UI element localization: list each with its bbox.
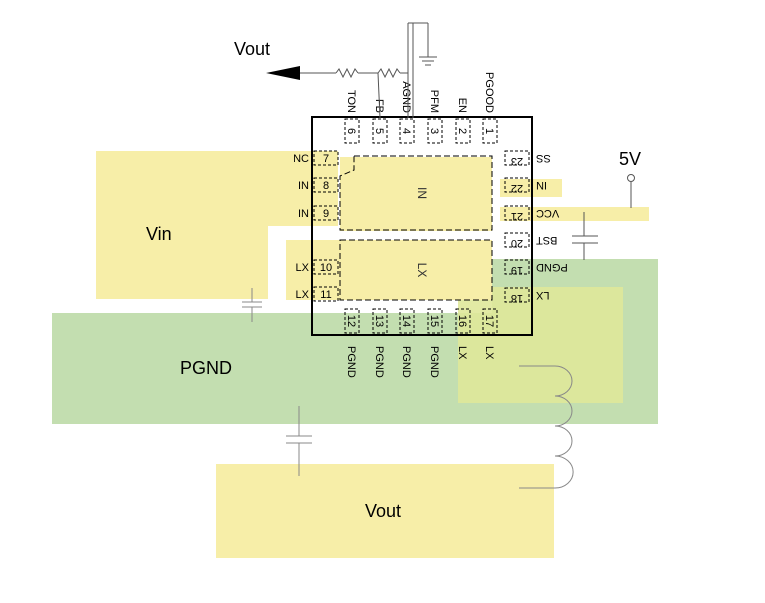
pin-pad: [399, 118, 415, 144]
vout-top-label: Vout: [234, 39, 270, 59]
pin-number: 14: [400, 315, 412, 327]
in-exposed-pad: [340, 157, 492, 231]
pin-number: 17: [483, 315, 495, 327]
pin-pad: [344, 308, 360, 334]
vout-bottom-label: Vout: [365, 501, 401, 521]
feedback-network: [300, 22, 437, 119]
input-capacitor: [242, 288, 262, 322]
pin-pad: [313, 286, 339, 302]
pin-number: 20: [511, 237, 523, 249]
pin-number: 19: [511, 264, 523, 276]
pin-number: 7: [323, 153, 329, 165]
pin-pad: [313, 205, 339, 221]
pin-pad: [504, 177, 530, 193]
ic-package-outline: [311, 116, 533, 336]
lx-pad-label: LX: [415, 263, 429, 278]
pin-name: LX: [483, 346, 495, 360]
5v-label: 5V: [619, 149, 641, 169]
pin-number: 18: [511, 292, 523, 304]
pin-pad: [427, 118, 443, 144]
vout-zone: [216, 464, 554, 558]
pin-pad: [313, 177, 339, 193]
pin-name: BST: [536, 234, 558, 246]
pin-pad: [482, 308, 498, 334]
resistor-symbol: [377, 67, 401, 79]
pin-name: PGND: [536, 261, 568, 273]
pin-pad: [504, 287, 530, 303]
pgnd-label: PGND: [180, 358, 232, 378]
pin-name: PGND: [400, 346, 412, 378]
pin-number: 9: [323, 208, 329, 220]
pin-pad: [504, 259, 530, 275]
pin-name: PGND: [373, 346, 385, 378]
pin-pads: [313, 118, 530, 334]
pin-name: PGND: [428, 346, 440, 378]
pin-name: PFM: [428, 90, 440, 113]
pin-pad: [372, 118, 388, 144]
pin-pad: [504, 150, 530, 166]
pin-number: 10: [320, 262, 332, 274]
pin-name: SS: [536, 152, 551, 164]
arrow-icon: [266, 66, 300, 80]
pin-name: VCC: [536, 207, 559, 219]
pin-name: IN: [298, 180, 309, 192]
lx-pad-outline: [339, 239, 493, 301]
pin-number: 15: [428, 315, 440, 327]
pin-name: EN: [456, 98, 468, 113]
pin-pad: [372, 308, 388, 334]
pin-pad: [455, 118, 471, 144]
vin-label: Vin: [146, 224, 172, 244]
lx-zone: [458, 287, 623, 403]
pin-number: 23: [511, 155, 523, 167]
pin-pad: [482, 118, 498, 144]
inductor-symbol: [519, 365, 574, 489]
vcc-trace: [500, 207, 649, 221]
pin-pad: [344, 118, 360, 144]
pin-number: 5: [373, 128, 385, 134]
pin-pad: [504, 205, 530, 221]
pin-number: 1: [483, 128, 495, 134]
pin-number: 11: [320, 289, 331, 301]
pin-number: 4: [400, 128, 412, 134]
pin-name: IN: [536, 179, 547, 191]
pin-number: 2: [456, 128, 468, 134]
pin-pad: [313, 259, 339, 275]
pin-number: 21: [511, 210, 523, 222]
pin-pad: [455, 308, 471, 334]
pin-number: 16: [456, 315, 468, 327]
pin-number: 3: [428, 128, 440, 134]
pin-name: LX: [456, 346, 468, 360]
lx-exposed-pad: [340, 240, 492, 300]
pin-name: TON: [345, 90, 357, 113]
pin-names: PGOOD EN PFM AGND FB TON NC IN IN LX LX …: [293, 72, 568, 378]
pin-pad: [504, 232, 530, 248]
pin-name: NC: [293, 153, 309, 165]
pin-pad: [427, 308, 443, 334]
pin-name: PGOOD: [483, 72, 495, 113]
pin-number: 8: [323, 180, 329, 192]
supply-5v: [572, 174, 635, 260]
in-pad-label: IN: [415, 187, 429, 199]
pin-name: PGND: [345, 346, 357, 378]
pin-pad: [313, 150, 339, 166]
in-pad-outline: [339, 155, 493, 231]
pin-numbers: 1 2 3 4 5 6 7 8 9 10 11 12 13 14 15 16 1…: [320, 128, 523, 327]
pin-number: 13: [373, 315, 385, 327]
pin-number: 22: [511, 182, 523, 194]
pin-name: AGND: [400, 81, 412, 113]
resistor-symbol: [335, 67, 359, 79]
pin-number: 12: [345, 315, 357, 327]
pin-name: IN: [298, 208, 309, 220]
pin-name: LX: [535, 289, 549, 301]
pin-number: 6: [345, 128, 357, 134]
pin-name: LX: [296, 289, 310, 301]
output-capacitor: [286, 406, 312, 476]
pin-name: LX: [296, 262, 310, 274]
pin-pad: [399, 308, 415, 334]
